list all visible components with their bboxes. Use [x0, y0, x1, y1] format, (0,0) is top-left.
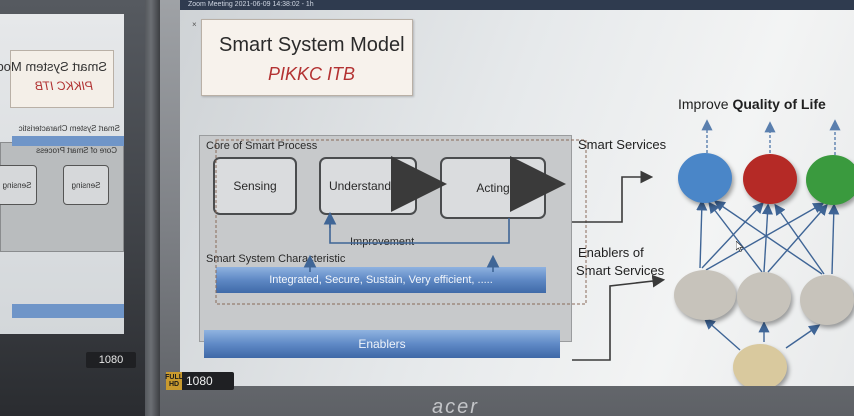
slide-title-box: Smart System Model PIKKC ITB: [201, 19, 413, 96]
secondary-resolution-badge: 1080: [86, 352, 136, 368]
quality-of-life-label: Improve Quality of Life: [678, 96, 826, 112]
monitor-gap: [145, 0, 160, 416]
enabler-node: [674, 270, 736, 320]
window-title: Zoom Meeting 2021-06-09 14:38:02 - 1h: [180, 0, 854, 10]
quality-bold: Quality of Life: [732, 96, 826, 112]
diagram-connectors: [215, 119, 841, 361]
connector-to-enablers: [572, 274, 666, 361]
service-node-green: [806, 155, 854, 205]
mirrored-title: Smart System Model: [0, 59, 107, 74]
improvement-label: Improvement: [350, 236, 415, 248]
mirrored-characteristic-bar: [12, 136, 124, 146]
mirrored-step-box: Sensing: [63, 165, 109, 205]
main-resolution-badge: FULL HD 1080: [165, 372, 234, 390]
slide-subtitle: PIKKC ITB: [268, 64, 356, 84]
secondary-monitor: Smart System Model PIKKC ITB Core of Sma…: [0, 0, 160, 416]
resolution-text: 1080: [186, 374, 213, 388]
mirrored-subtitle: PIKKC ITB: [34, 79, 93, 93]
secondary-screen: Smart System Model PIKKC ITB Core of Sma…: [0, 14, 124, 334]
mirrored-slide: Smart System Model PIKKC ITB Core of Sma…: [0, 14, 124, 334]
close-icon[interactable]: ×: [192, 20, 197, 29]
sensing-box: Sensing: [213, 157, 297, 215]
slide-title: Smart System Model: [219, 34, 405, 56]
quality-prefix: Improve: [678, 96, 733, 112]
dashed-outline: [215, 139, 587, 305]
base-enabler-node: [733, 344, 787, 386]
mirrored-title-box: Smart System Model PIKKC ITB: [0, 50, 114, 108]
full-hd-chip: FULL HD: [165, 372, 184, 390]
smart-services-label: Smart Services: [578, 137, 667, 152]
mirrored-characteristic-label: Smart System Characteristic: [18, 124, 120, 133]
mirrored-enablers-bar: [12, 304, 124, 318]
enablers-label-line1: Enablers of: [578, 245, 644, 260]
mirrored-core-label: Core of Smart Process: [36, 146, 117, 155]
characteristic-bar: Integrated, Secure, Sustain, Very effici…: [216, 267, 546, 293]
improvement-loop: [329, 218, 510, 244]
service-node-red: [743, 154, 797, 204]
network-mesh: [696, 199, 840, 275]
enabler-node: [800, 275, 854, 325]
core-process-label: Core of Smart Process: [206, 140, 318, 152]
main-monitor: Zoom Meeting 2021-06-09 14:38:02 - 1h × …: [160, 0, 854, 416]
mouse-cursor-icon: [736, 241, 744, 252]
mirrored-step-box: Sensing: [0, 165, 37, 205]
service-node-blue: [678, 153, 732, 203]
enabler-node: [737, 272, 791, 322]
monitor-brand-logo: acer: [432, 396, 479, 416]
base-connectors: [703, 318, 821, 351]
slide-screen: × Smart System Model PIKKC ITB Core of S…: [180, 10, 854, 386]
connector-to-services: [572, 170, 654, 223]
enablers-label-line2: Smart Services: [576, 263, 665, 278]
mirrored-core-panel: Core of Smart Process Sensing Sensing: [0, 142, 124, 252]
enablers-bar: Enablers: [204, 330, 560, 358]
